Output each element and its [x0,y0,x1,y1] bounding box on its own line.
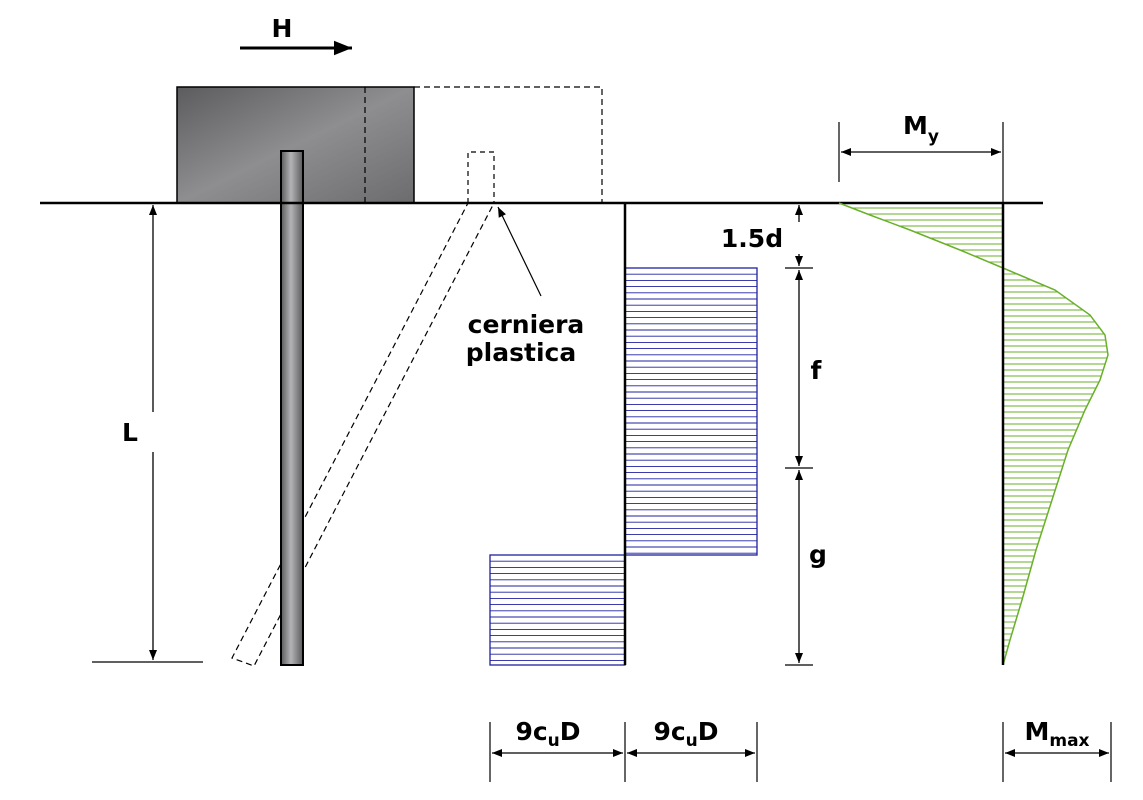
moment-diagram-hatch [851,207,1108,659]
force-label: H [272,14,293,43]
moment-max-label: Mmax [1024,717,1089,751]
moment-curve [838,202,1109,666]
depth-label-f: f [811,356,823,385]
rotated-pile [231,202,495,667]
depth-label-f-bg [806,350,828,386]
moment-yield-label: My [903,111,939,147]
length-label: L [122,418,138,447]
depth-label-g: g [809,540,827,569]
hinge-label-line1: cerniera [468,310,585,339]
soil-pressure-lower-outline [489,554,626,666]
length-label-bg [118,412,160,452]
resist-label-left: 9cuD [515,717,580,751]
displaced-pile-cap [414,86,603,203]
hinge-leader [497,206,542,297]
moment-yield-sub: y [928,127,939,147]
depth-label-g-bg [806,538,830,574]
depth-label-1-5d-bg [716,222,806,254]
soil-pressure-lower-block [490,560,625,661]
hinge-pile-stub [467,151,495,203]
hinge-label-line2: plastica [466,338,576,367]
soil-pressure-upper-block [625,273,757,554]
depth-label-1-5d: 1.5d [721,224,783,253]
resist-label-right: 9cuD [653,717,718,751]
moment-yield-main: M [903,111,928,140]
pile [280,150,304,666]
